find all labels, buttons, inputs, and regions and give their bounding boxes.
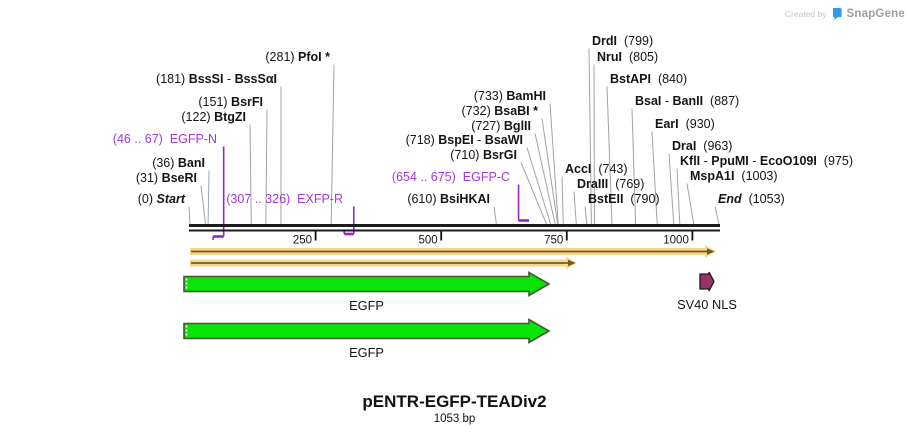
ruler-label-1000: 1000 (663, 235, 689, 247)
created-by-text: Created by (784, 9, 827, 19)
enzyme-label-kfli-ppumi-ecoo109i[interactable]: KflI - PpuMI - EcoO109I (975) (680, 154, 853, 168)
enzyme-label-start[interactable]: (0) Start (138, 192, 186, 206)
enzyme-label-pfoi-[interactable]: (281) PfoI * (265, 50, 330, 64)
ruler-label-250: 250 (293, 235, 312, 247)
feature-sv40-nls[interactable]: SV40 NLS (677, 271, 737, 312)
feature-span-arrow[interactable] (190, 256, 577, 270)
enzyme-label-bani[interactable]: (36) BanI (152, 156, 205, 170)
leader-line (520, 162, 548, 225)
leader-line (265, 109, 268, 225)
leader-line (631, 108, 637, 225)
leader-line (651, 131, 658, 225)
leader-line (534, 133, 556, 225)
primer-egfp-n[interactable]: (46 .. 67) EGFP-N (113, 132, 225, 240)
enzyme-label-bsteii[interactable]: BstEII (790) (588, 192, 660, 206)
enzyme-label-bsssi-bsss-i[interactable]: (181) BssSI - BssSαI (156, 72, 277, 86)
enzyme-label-nrui[interactable]: NruI (805) (597, 50, 658, 64)
feature-egfp[interactable]: EGFP (183, 271, 551, 314)
plasmid-length: 1053 bp (433, 413, 476, 425)
enzyme-label-draiii[interactable]: DraIII (769) (577, 177, 644, 191)
cds-arrow (183, 318, 551, 344)
enzyme-label-bamhi[interactable]: (733) BamHI (474, 89, 546, 103)
enzyme-label-mspa1i[interactable]: MspA1I (1003) (690, 169, 778, 183)
leader-line (549, 103, 559, 225)
leader-line (561, 176, 564, 225)
enzyme-label-bsabi-[interactable]: (732) BsaBI * (462, 104, 539, 118)
leader-line (686, 183, 695, 225)
cds-arrow (183, 271, 551, 297)
map-footer: pENTR-EGFP-TEADiv2 1053 bp (0, 392, 909, 425)
enzyme-label-bglii[interactable]: (727) BglII (471, 119, 531, 133)
nls-arrow (699, 271, 715, 292)
leader-line (588, 48, 592, 225)
enzyme-label-bsai-banii[interactable]: BsaI - BanII (887) (635, 94, 739, 108)
primer-label: (654 .. 675) EGFP-C (392, 170, 510, 184)
leader-line (249, 124, 252, 225)
leader-line (714, 206, 720, 225)
leader-line (676, 168, 681, 225)
leader-line (573, 191, 577, 225)
enzyme-label-bsihkai[interactable]: (610) BsiHKAI (407, 192, 490, 206)
sequence-line-top (189, 224, 720, 227)
enzyme-label-bsrgi[interactable]: (710) BsrGI (450, 148, 517, 162)
plasmid-title: pENTR-EGFP-TEADiv2 (362, 392, 547, 411)
feature-label: SV40 NLS (677, 297, 737, 312)
leader-line (526, 147, 552, 225)
thin-arrow-head (707, 248, 715, 255)
leader-line (200, 185, 207, 225)
feature-label: EGFP (349, 345, 384, 360)
enzyme-label-bstapi[interactable]: BstAPI (840) (610, 72, 687, 86)
primer-exfp-r[interactable]: (307 .. 326) EXFP-R (226, 192, 355, 236)
enzyme-label-end[interactable]: End (1053) (718, 192, 785, 206)
leader-line (207, 170, 210, 225)
enzyme-label-eari[interactable]: EarI (930) (655, 117, 715, 131)
feature-egfp[interactable]: EGFP (183, 318, 551, 361)
leader-line (541, 118, 559, 225)
ruler-label-500: 500 (418, 235, 437, 247)
primer-label: (46 .. 67) EGFP-N (113, 132, 217, 146)
enzyme-label-acci[interactable]: AccI (743) (565, 162, 628, 176)
leader-line (330, 64, 335, 225)
leader-line (493, 206, 497, 225)
leader-line (668, 153, 675, 225)
enzyme-label-btgzi[interactable]: (122) BtgZI (181, 110, 246, 124)
snapgene-watermark: Created by SnapGene (785, 7, 905, 21)
thin-arrow-head (568, 259, 576, 267)
leader-line (188, 206, 191, 225)
enzyme-label-bsrfi[interactable]: (151) BsrFI (198, 95, 263, 109)
ruler-label-750: 750 (544, 235, 563, 247)
enzyme-label-bspei-bsawi[interactable]: (718) BspEI - BsaWI (406, 133, 523, 147)
primer-egfp-c[interactable]: (654 .. 675) EGFP-C (392, 170, 530, 222)
snapgene-brand-text: SnapGene (846, 8, 905, 20)
enzyme-label-drai[interactable]: DraI (963) (672, 139, 732, 153)
leader-line (584, 206, 588, 225)
primer-label: (307 .. 326) EXFP-R (226, 192, 343, 206)
enzyme-label-bseri[interactable]: (31) BseRI (136, 171, 197, 185)
sequence-line-bottom (189, 229, 720, 232)
snapgene-logo-icon (832, 8, 842, 20)
feature-label: EGFP (349, 298, 384, 313)
feature-span-arrow[interactable] (190, 245, 716, 258)
enzyme-label-drdi[interactable]: DrdI (799) (592, 34, 653, 48)
leader-line (606, 86, 613, 225)
